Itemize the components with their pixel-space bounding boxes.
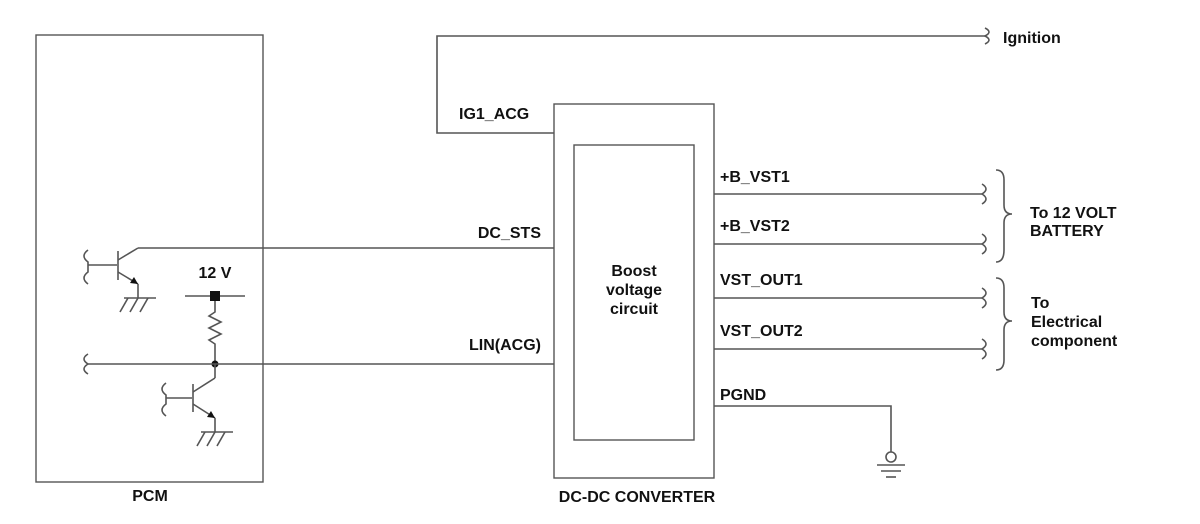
- dc-sts-label: DC_STS: [478, 225, 541, 242]
- pullup-resistor: [207, 301, 223, 364]
- pcm-upper-transistor: [83, 247, 139, 298]
- pcm-lower-transistor: [161, 364, 216, 432]
- converter-label: DC-DC CONVERTER: [559, 489, 716, 506]
- boost-line-1: Boost: [611, 263, 657, 280]
- lin-label: LIN(ACG): [469, 337, 541, 354]
- connector-vst-out1: [980, 287, 987, 309]
- component-brace: [995, 277, 1013, 371]
- ignition-connector: [983, 27, 990, 45]
- ig1-acg-label: IG1_ACG: [459, 106, 529, 123]
- pcm-box: [35, 34, 264, 483]
- connector-b-vst1: [980, 183, 987, 205]
- pcm-label: PCM: [132, 488, 168, 505]
- b-vst1-label: +B_VST1: [720, 169, 790, 186]
- battery-line-1: To 12 VOLT: [1030, 205, 1117, 222]
- boost-circuit-box: [573, 144, 695, 441]
- ground-symbol-upper: [119, 297, 156, 313]
- boost-line-3: circuit: [610, 301, 659, 318]
- component-line-1: To: [1031, 295, 1050, 312]
- ignition-wire: [436, 35, 985, 134]
- chassis-ground-icon: [877, 451, 905, 478]
- component-line-3: component: [1031, 333, 1118, 350]
- vst-out1-label: VST_OUT1: [720, 272, 803, 289]
- battery-brace: [995, 169, 1013, 263]
- pgnd-label: PGND: [720, 387, 766, 404]
- boost-line-2: voltage: [606, 282, 662, 299]
- connector-vst-out2: [980, 338, 987, 360]
- supply-terminal: [210, 291, 220, 301]
- b-vst2-label: +B_VST2: [720, 218, 790, 235]
- supply-12v-label: 12 V: [199, 265, 232, 282]
- component-line-2: Electrical: [1031, 314, 1102, 331]
- connector-b-vst2: [980, 233, 987, 255]
- ground-symbol-lower: [196, 431, 233, 447]
- converter-box: [553, 103, 715, 479]
- pgnd-wire: [714, 405, 892, 452]
- ignition-label: Ignition: [1003, 30, 1061, 47]
- battery-line-2: BATTERY: [1030, 223, 1104, 240]
- lin-internal-connector: [83, 353, 90, 375]
- vst-out2-label: VST_OUT2: [720, 323, 803, 340]
